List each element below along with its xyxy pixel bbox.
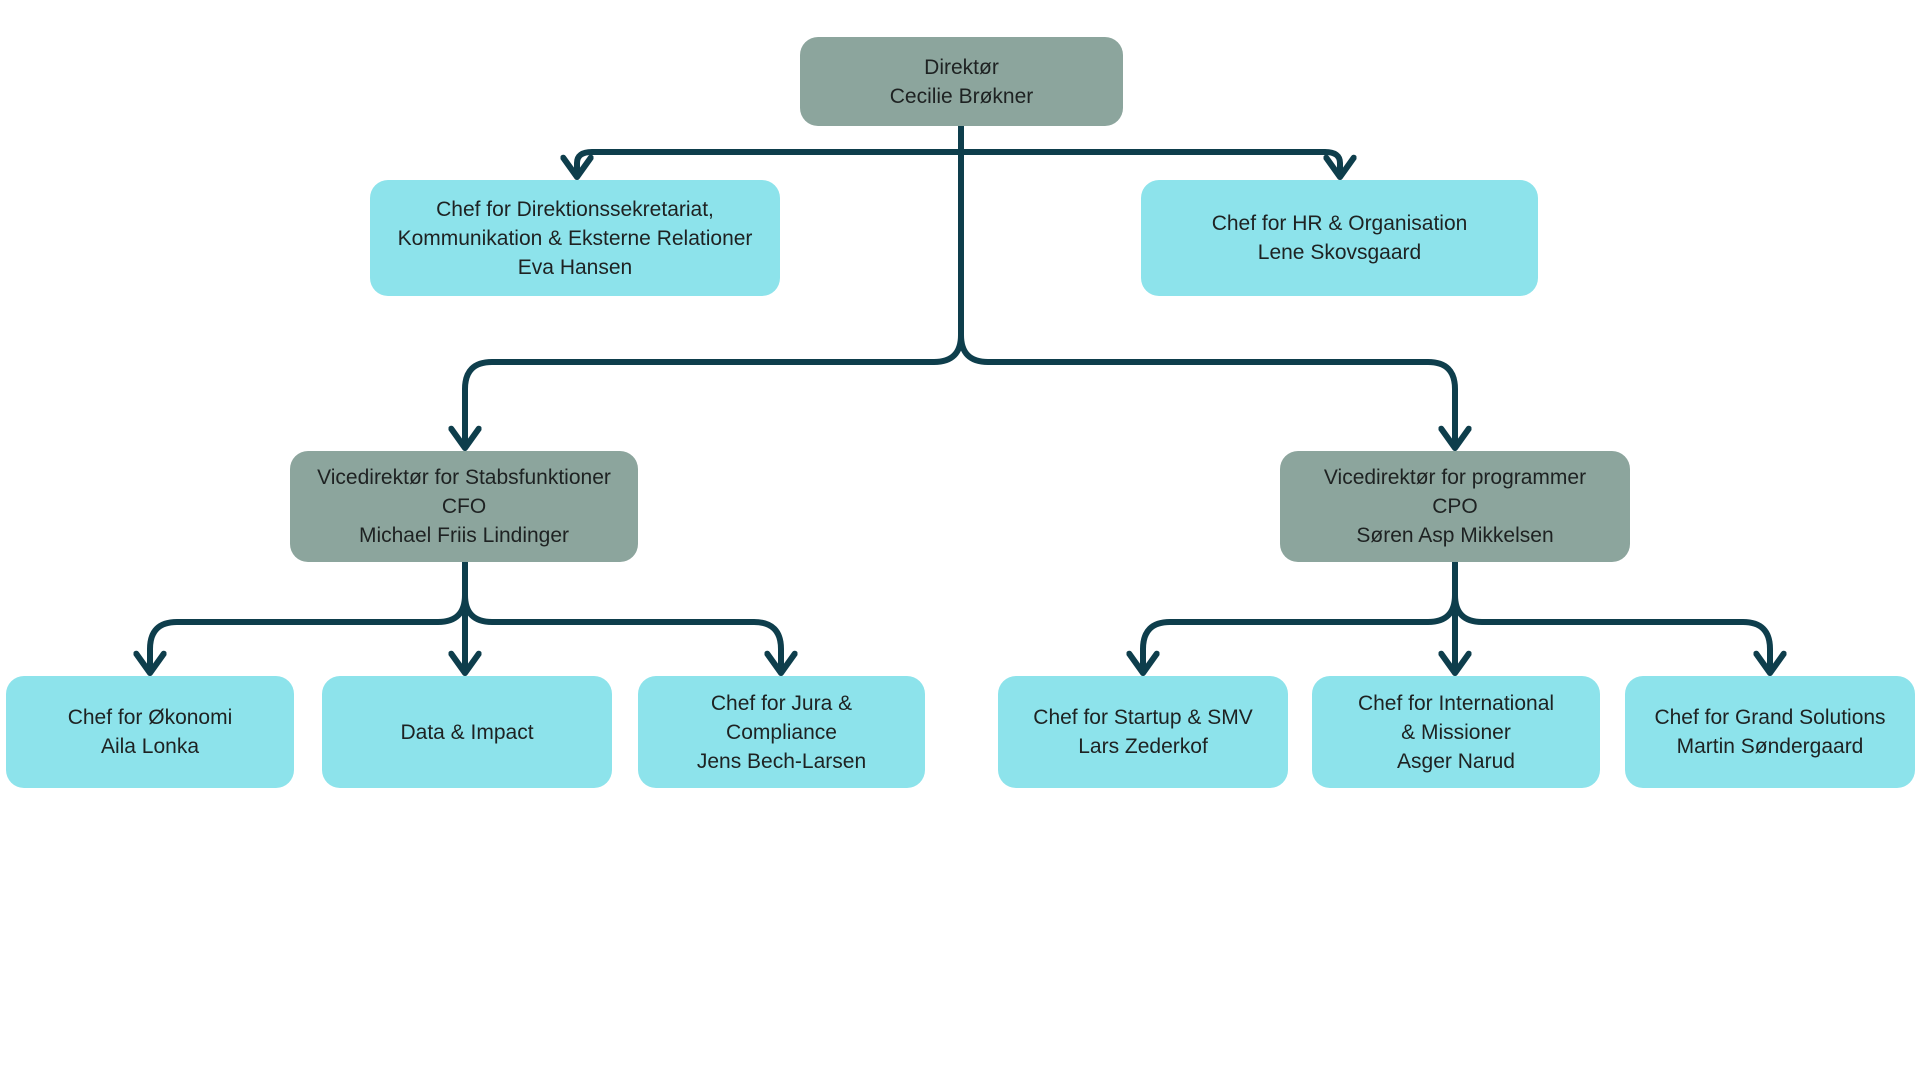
node-role: Data & Impact — [400, 720, 534, 744]
node-role: Vicedirektør for Stabsfunktioner — [317, 466, 611, 489]
node-person: Søren Asp Mikkelsen — [1356, 524, 1554, 547]
node-person: Lene Skovsgaard — [1257, 241, 1422, 264]
node-role: Chef for Økonomi — [67, 706, 233, 729]
connector-director-to-hr — [961, 149, 1340, 177]
node-role: Chef for HR & Organisation — [1211, 212, 1468, 235]
connector-director-to-vice-staff — [465, 334, 964, 448]
node-person: Cecilie Brøkner — [889, 84, 1034, 108]
org-node-startup: Chef for Startup & SMV Lars Zederkof — [998, 676, 1288, 788]
connector-staff-to-legal — [462, 594, 781, 673]
node-person: Lars Zederkof — [1078, 735, 1208, 758]
node-person: Jens Bech-Larsen — [696, 749, 867, 773]
connector-staff-to-economy — [150, 594, 468, 673]
node-role: Vicedirektør for programmer — [1323, 466, 1587, 489]
node-role: Chef for International — [1357, 691, 1555, 715]
org-node-international: Chef for International & Missioner Asger… — [1312, 676, 1600, 788]
node-role: Direktør — [924, 55, 999, 79]
node-role: Chef for Startup & SMV — [1033, 706, 1253, 729]
node-role: Chef for Jura & — [710, 691, 853, 715]
org-node-data-impact: Data & Impact — [322, 676, 612, 788]
node-person: Martin Søndergaard — [1676, 735, 1864, 758]
node-title: CFO — [441, 495, 487, 518]
org-node-grand-solutions: Chef for Grand Solutions Martin Sønderga… — [1625, 676, 1915, 788]
node-role-cont: Compliance — [726, 720, 837, 744]
node-role-cont: & Missioner — [1401, 720, 1511, 744]
connector-programs-to-startup — [1143, 594, 1458, 673]
org-node-legal: Chef for Jura & Compliance Jens Bech-Lar… — [638, 676, 925, 788]
node-title: CPO — [1432, 495, 1478, 518]
org-node-secretariat: Chef for Direktionssekretariat, Kommunik… — [370, 180, 780, 296]
node-person: Asger Narud — [1397, 749, 1515, 773]
node-role: Chef for Grand Solutions — [1654, 706, 1886, 729]
node-person: Aila Lonka — [100, 735, 200, 758]
org-node-vice-programs: Vicedirektør for programmer CPO Søren As… — [1280, 451, 1630, 562]
node-role: Chef for Direktionssekretariat, — [436, 197, 714, 221]
org-node-director: Direktør Cecilie Brøkner — [800, 37, 1123, 126]
connector-director-to-vice-programs — [958, 334, 1455, 448]
connector-programs-to-grand-solutions — [1452, 594, 1770, 673]
node-role-cont: Kommunikation & Eksterne Relationer — [397, 226, 753, 250]
node-person: Michael Friis Lindinger — [358, 524, 570, 547]
org-node-hr: Chef for HR & Organisation Lene Skovsgaa… — [1141, 180, 1538, 296]
connector-director-to-secretariat — [577, 149, 961, 177]
org-node-economy: Chef for Økonomi Aila Lonka — [6, 676, 294, 788]
org-node-vice-staff: Vicedirektør for Stabsfunktioner CFO Mic… — [290, 451, 638, 562]
node-person: Eva Hansen — [517, 255, 633, 279]
